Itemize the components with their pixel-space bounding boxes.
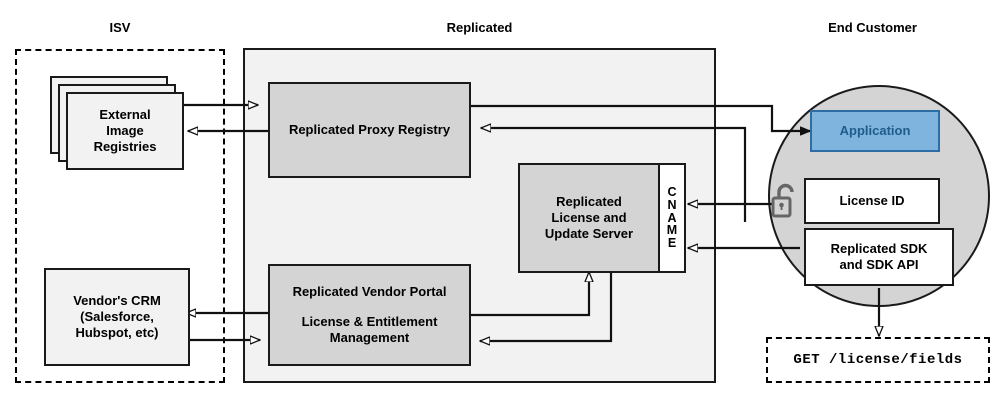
title-replicated: Replicated (446, 20, 513, 35)
title-isv: ISV (109, 20, 131, 35)
api-call-box: GET /license/fields (766, 337, 990, 383)
cname-letter-n: N (667, 197, 677, 212)
replicated-vendor-portal[interactable]: Replicated Vendor Portal License & Entit… (268, 264, 471, 366)
unlock-icon (768, 181, 802, 230)
isv-zone (15, 49, 225, 383)
license-entitlement-management: License & Entitlement Management (301, 313, 438, 346)
cname-letter-c: C (667, 185, 677, 200)
cname-letter-m: M (666, 223, 678, 238)
cname-badge: C N A M E (658, 163, 686, 273)
replicated-license-update-server[interactable]: Replicated License and Update Server (518, 163, 660, 273)
replicated-sdk[interactable]: Replicated SDK and SDK API (804, 228, 954, 286)
cname-letter-a: A (667, 210, 677, 225)
license-id[interactable]: License ID (804, 178, 940, 224)
replicated-proxy-registry[interactable]: Replicated Proxy Registry (268, 82, 471, 178)
cname-letter-e: E (667, 236, 677, 251)
api-call-text: GET /license/fields (793, 352, 963, 368)
external-image-registries[interactable]: External Image Registries (66, 92, 184, 170)
replicated-vendor-portal-title: Replicated Vendor Portal (292, 283, 447, 299)
vendors-crm[interactable]: Vendor's CRM (Salesforce, Hubspot, etc) (44, 268, 190, 366)
application[interactable]: Application (810, 110, 940, 152)
title-end-customer: End Customer (828, 20, 917, 35)
